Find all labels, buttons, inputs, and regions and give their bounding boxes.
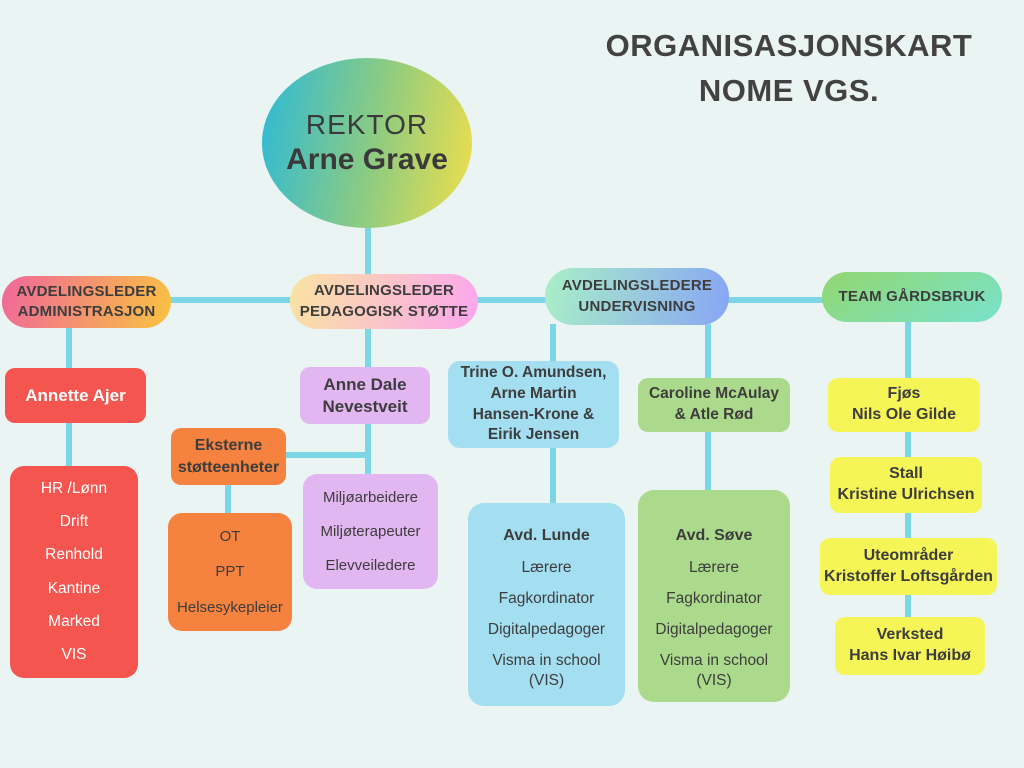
node-avdelingsleder-pedagogisk-stotte: AVDELINGSLEDER PEDAGOGISK STØTTE	[290, 274, 478, 329]
eksterne-unit: OT	[219, 528, 241, 546]
node-eksterne-stotteenheter: Eksterne støtteenheter	[171, 428, 286, 485]
interne-unit: Miljøarbeidere	[322, 488, 419, 506]
eksterne-unit: PPT	[215, 563, 245, 581]
node-eksterne-units: OT PPT Helsesykepleier	[168, 513, 292, 631]
und-pill-line-2: UNDERVISNING	[578, 297, 696, 315]
avd-lunde-title: Avd. Lunde	[503, 527, 590, 544]
avd-sove-item: Lærere	[689, 558, 739, 576]
connector-gard-down	[905, 320, 911, 380]
connector-eksterne-horizontal	[283, 452, 369, 458]
connector-uteomrader-to-verksted	[905, 593, 911, 619]
fjos-person: Nils Ole Gilde	[851, 406, 957, 423]
admin-unit: Marked	[48, 612, 100, 630]
node-stall: Stall Kristine Ulrichsen	[830, 457, 982, 513]
connector-stall-to-uteomrader	[905, 511, 911, 540]
und-pill-line-1: AVDELINGSLEDERE	[561, 277, 713, 295]
node-avdelingsledere-undervisning: AVDELINGSLEDERE UNDERVISNING	[545, 268, 729, 325]
admin-pill-line-1: AVDELINGSLEDER	[16, 282, 157, 300]
connector-trine-to-lunde	[550, 446, 556, 505]
connector-annedale-to-units	[365, 422, 371, 477]
sove-leader-line: & Atle Rød	[674, 406, 754, 423]
node-sove-leaders: Caroline McAulay & Atle Rød	[638, 378, 790, 432]
interne-unit: Miljøterapeuter	[320, 522, 421, 540]
connector-und-down-left	[550, 324, 556, 364]
connector-annette-to-units	[66, 420, 72, 470]
avd-lunde-item: Fagkordinator	[498, 589, 595, 607]
node-avdelingsleder-administrasjon: AVDELINGSLEDER ADMINISTRASJON	[2, 276, 171, 328]
avd-sove-item: Visma in school (VIS)	[659, 652, 769, 690]
node-admin-units: HR /Lønn Drift Renhold Kantine Marked VI…	[10, 466, 138, 678]
page-title-line-1: ORGANISASJONSKART	[605, 28, 973, 63]
node-team-gardsbruk: TEAM GÅRDSBRUK	[822, 272, 1002, 322]
uteomrader-person: Kristoffer Loftsgården	[824, 567, 993, 585]
annette-ajer-label: Annette Ajer	[25, 385, 126, 405]
verksted-person: Hans Ivar Høibø	[849, 647, 971, 664]
verksted-area: Verksted	[876, 626, 944, 644]
admin-unit: VIS	[61, 646, 87, 664]
rektor-role-label: REKTOR	[305, 109, 429, 140]
page-title-line-2: NOME VGS.	[698, 72, 880, 108]
avd-sove-title: Avd. Søve	[675, 527, 753, 544]
lunde-leader-line: Trine O. Amundsen,	[460, 363, 607, 381]
fjos-area: Fjøs	[887, 385, 921, 403]
avd-sove-item: Digitalpedagoger	[655, 621, 773, 639]
sove-leader-line: Caroline McAulay	[648, 385, 780, 403]
admin-unit: Renhold	[45, 546, 103, 564]
connector-ped-down	[365, 326, 371, 370]
admin-unit: HR /Lønn	[40, 479, 108, 497]
lunde-leader-line: Hansen-Krone &	[472, 405, 595, 423]
lunde-leader-line: Arne Martin	[490, 384, 577, 402]
anne-dale-line-1: Anne Dale	[323, 375, 407, 395]
stall-person: Kristine Ulrichsen	[837, 486, 975, 503]
avd-lunde-item: Lærere	[521, 558, 572, 576]
admin-unit: Drift	[59, 512, 89, 530]
node-interne-units: Miljøarbeidere Miljøterapeuter Elevveile…	[303, 474, 438, 589]
connector-admin-down	[66, 328, 72, 372]
eksterne-unit: Helsesykepleier	[177, 598, 283, 616]
node-annette-ajer: Annette Ajer	[5, 368, 146, 423]
connector-rektor-to-row	[365, 226, 371, 278]
node-avd-sove: Avd. Søve Lærere Fagkordinator Digitalpe…	[638, 490, 790, 702]
ped-pill-line-1: AVDELINGSLEDER	[313, 282, 455, 300]
node-rektor: REKTOR Arne Grave	[262, 58, 472, 228]
admin-pill-line-2: ADMINISTRASJON	[17, 303, 156, 320]
node-uteomrader: Uteområder Kristoffer Loftsgården	[820, 538, 997, 595]
node-avd-lunde: Avd. Lunde Lærere Fagkordinator Digitalp…	[468, 503, 625, 706]
connector-und-down-right	[705, 324, 711, 380]
avd-sove-item: Fagkordinator	[666, 589, 762, 607]
node-anne-dale-nevestveit: Anne Dale Nevestveit	[300, 367, 430, 424]
avd-lunde-item: Visma in school (VIS)	[492, 652, 601, 690]
eksterne-line-1: Eksterne	[194, 436, 263, 454]
gard-pill-label: TEAM GÅRDSBRUK	[838, 287, 986, 305]
avd-lunde-item: Digitalpedagoger	[487, 621, 606, 639]
connector-main-horizontal	[84, 297, 910, 303]
uteomrader-area: Uteområder	[863, 546, 954, 564]
interne-unit: Elevveiledere	[325, 557, 416, 575]
page-title: ORGANISASJONSKART NOME VGS.	[560, 24, 1018, 114]
connector-fjos-to-stall	[905, 430, 911, 459]
admin-unit: Kantine	[47, 579, 101, 597]
eksterne-line-2: støtteenheter	[177, 458, 280, 476]
connector-caroline-to-sove	[705, 430, 711, 492]
lunde-leader-line: Eirik Jensen	[487, 426, 580, 444]
connector-eksterne-down	[225, 482, 231, 515]
ped-pill-line-2: PEDAGOGISK STØTTE	[299, 302, 469, 320]
anne-dale-line-2: Nevestveit	[322, 396, 408, 416]
stall-area: Stall	[889, 465, 923, 483]
node-lunde-leaders: Trine O. Amundsen, Arne Martin Hansen-Kr…	[448, 361, 619, 448]
rektor-name-label: Arne Grave	[286, 143, 448, 176]
node-fjos: Fjøs Nils Ole Gilde	[828, 378, 980, 432]
node-verksted: Verksted Hans Ivar Høibø	[835, 617, 985, 675]
